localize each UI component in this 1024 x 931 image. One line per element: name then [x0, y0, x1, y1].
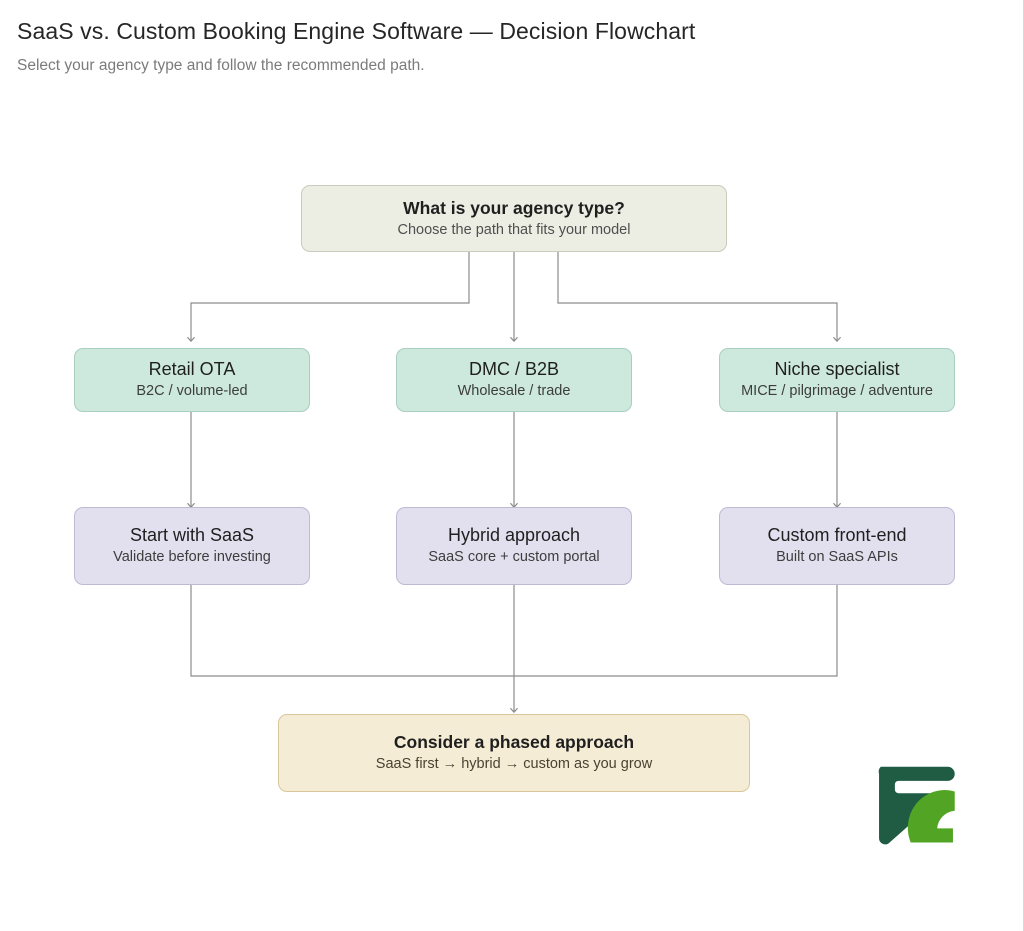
flow-node-root[interactable]: What is your agency type? Choose the pat…: [301, 185, 727, 252]
edge-start-with-saas-to-phased-approach: [190, 585, 514, 677]
flow-node-phased-approach-subtitle: SaaS first → hybrid → custom as you grow: [375, 756, 653, 773]
brand-logo-z-shape: [907, 790, 955, 843]
flow-node-retail-ota[interactable]: Retail OTA B2C / volume-led: [74, 348, 310, 412]
flow-node-retail-ota-subtitle: B2C / volume-led: [136, 383, 248, 400]
flow-node-phased-approach[interactable]: Consider a phased approach SaaS first → …: [278, 714, 750, 792]
edge-root-to-retail-ota: [187, 252, 470, 342]
flow-node-retail-ota-title: Retail OTA: [148, 359, 236, 380]
flow-node-root-title: What is your agency type?: [403, 197, 625, 218]
edge-custom-front-end-to-phased-approach: [514, 585, 838, 677]
page-header: SaaS vs. Custom Booking Engine Software …: [17, 16, 977, 77]
brand-logo-icon: [878, 766, 955, 845]
edge-root-to-niche-specialist: [557, 252, 841, 342]
page-title: SaaS vs. Custom Booking Engine Software …: [17, 18, 696, 44]
flow-node-hybrid-approach-subtitle: SaaS core + custom portal: [428, 549, 600, 566]
flow-node-dmc-b2b-title: DMC / B2B: [468, 359, 560, 380]
flow-node-niche-specialist-title: Niche specialist: [774, 359, 900, 380]
flow-node-custom-front-end[interactable]: Custom front-end Built on SaaS APIs: [719, 507, 955, 585]
page-subtitle: Select your agency type and follow the r…: [17, 57, 425, 74]
flow-node-dmc-b2b-subtitle: Wholesale / trade: [457, 383, 571, 400]
flow-node-hybrid-approach[interactable]: Hybrid approach SaaS core + custom porta…: [396, 507, 632, 585]
flow-node-phased-approach-title: Consider a phased approach: [393, 732, 635, 753]
flow-node-custom-front-end-subtitle: Built on SaaS APIs: [776, 549, 898, 566]
flow-node-start-with-saas-title: Start with SaaS: [129, 525, 255, 546]
flow-node-dmc-b2b[interactable]: DMC / B2B Wholesale / trade: [396, 348, 632, 412]
flow-node-custom-front-end-title: Custom front-end: [767, 525, 907, 546]
flow-node-niche-specialist-subtitle: MICE / pilgrimage / adventure: [741, 383, 933, 400]
flow-node-start-with-saas[interactable]: Start with SaaS Validate before investin…: [74, 507, 310, 585]
flow-node-niche-specialist[interactable]: Niche specialist MICE / pilgrimage / adv…: [719, 348, 955, 412]
flow-node-start-with-saas-subtitle: Validate before investing: [113, 549, 271, 566]
flow-node-root-subtitle: Choose the path that fits your model: [397, 221, 631, 238]
flow-node-hybrid-approach-title: Hybrid approach: [447, 525, 581, 546]
